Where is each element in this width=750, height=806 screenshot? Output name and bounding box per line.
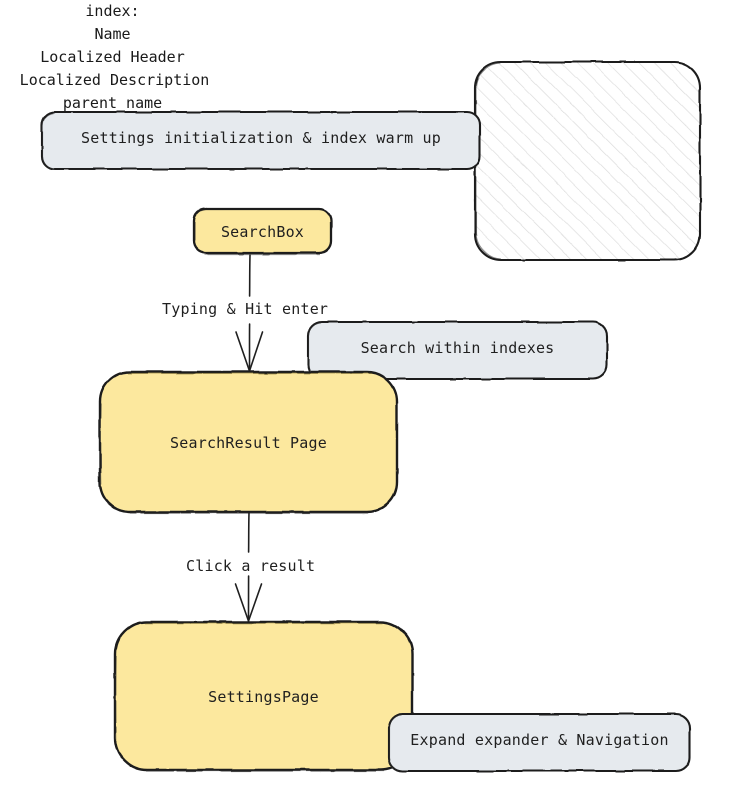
note-expand bbox=[387, 712, 692, 773]
index-box bbox=[473, 60, 702, 262]
edge-click bbox=[234, 512, 263, 622]
index-box-line-4: parent name bbox=[62, 94, 163, 112]
note-init bbox=[40, 110, 482, 171]
node-settingspage[interactable] bbox=[113, 620, 414, 772]
index-box-line-1: Name bbox=[94, 25, 131, 43]
index-box-line-3: Localized Description bbox=[19, 71, 210, 89]
index-box-line-0: index: bbox=[85, 2, 140, 20]
node-searchresult[interactable] bbox=[98, 370, 399, 514]
note-search bbox=[306, 320, 609, 381]
node-searchbox[interactable] bbox=[192, 207, 333, 256]
edge-typing bbox=[235, 254, 264, 372]
index-box-line-2: Localized Header bbox=[40, 48, 185, 66]
